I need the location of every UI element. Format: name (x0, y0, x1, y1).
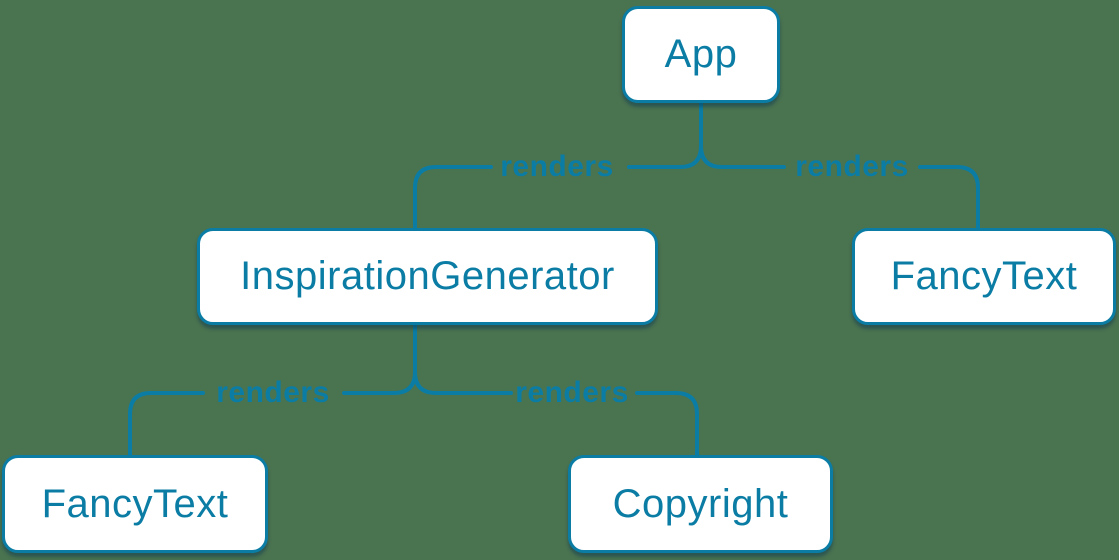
node-fancy-text-top-label: FancyText (890, 254, 1078, 298)
edge-inspiration-generator-copyright (413, 324, 699, 458)
node-copyright-label: Copyright (612, 481, 789, 526)
node-fancy-text-bottom-label: FancyText (41, 481, 229, 526)
edge-label-renders-left: renders (500, 150, 614, 183)
edge-label-renders-bottom-right: renders (515, 376, 629, 409)
edge-app-fancy-text (699, 101, 980, 231)
node-inspiration-generator-label: InspirationGenerator (240, 254, 615, 298)
node-fancy-text-top: FancyText (852, 228, 1116, 325)
node-app-label: App (664, 32, 738, 76)
node-inspiration-generator: InspirationGenerator (197, 228, 658, 325)
node-fancy-text-bottom: FancyText (2, 455, 268, 553)
edge-label-renders-right: renders (795, 150, 909, 183)
node-app: App (622, 6, 780, 103)
node-copyright: Copyright (568, 455, 833, 553)
edge-label-renders-bottom-left: renders (216, 376, 330, 409)
